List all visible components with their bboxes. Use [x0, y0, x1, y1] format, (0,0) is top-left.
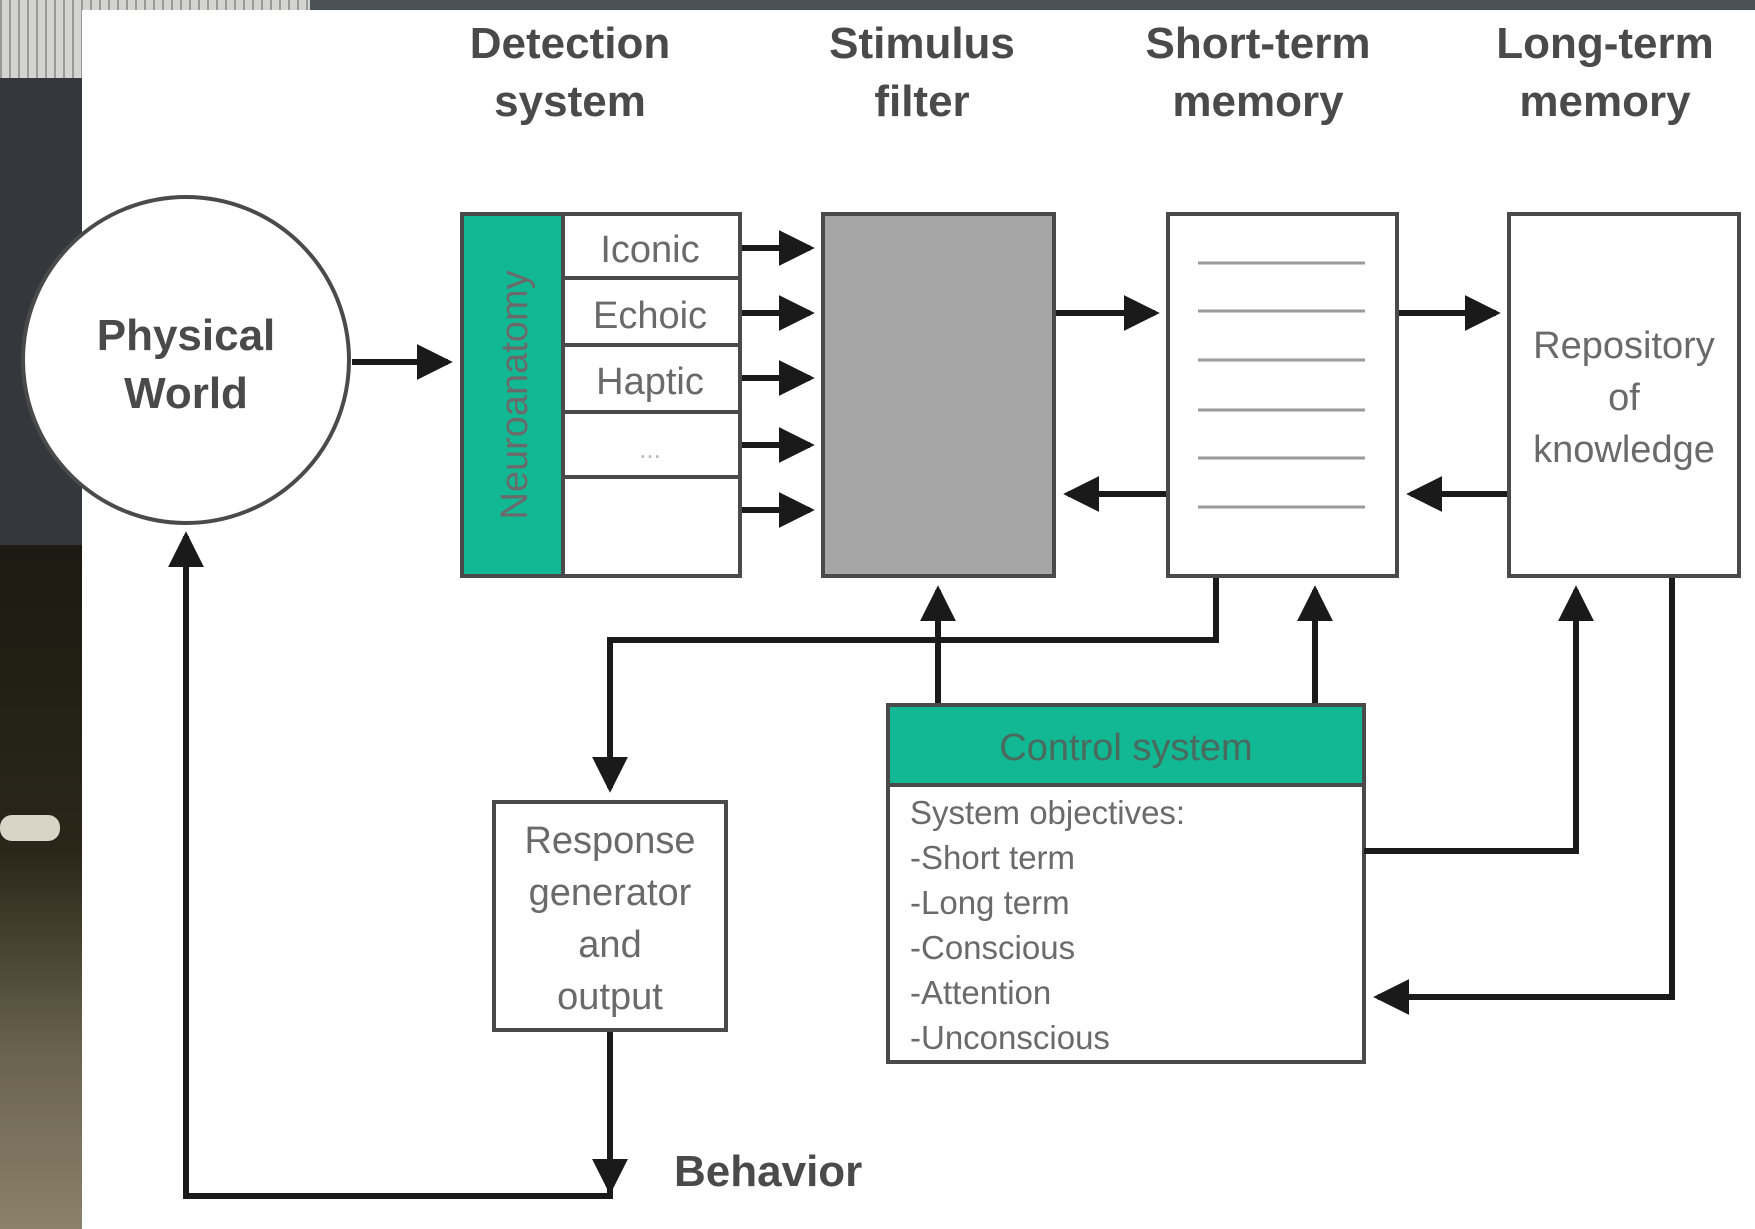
sense-echoic: Echoic: [593, 295, 707, 337]
objective-item: -Long term: [910, 884, 1070, 921]
long-term-memory-box: [1507, 212, 1741, 578]
physical-world-line2: World: [124, 369, 248, 418]
header-stimulus-line1: Stimulus: [829, 19, 1015, 68]
arrow-long-term-to-control: [1373, 578, 1675, 1015]
header-long-term-line2: memory: [1519, 77, 1691, 126]
background-photo-left: [0, 545, 82, 1229]
sense-ellipsis: ...: [639, 434, 661, 464]
sense-haptic: Haptic: [596, 361, 704, 403]
objective-item: -Attention: [910, 974, 1051, 1011]
objective-item: -Unconscious: [910, 1019, 1110, 1056]
response-line4: output: [557, 976, 663, 1018]
objective-item: -Short term: [910, 839, 1075, 876]
short-term-memory-box: [1166, 212, 1399, 578]
response-line2: generator: [529, 872, 692, 914]
response-line3: and: [578, 924, 641, 966]
stimulus-filter-box: [821, 212, 1056, 578]
arrow-short-term-to-response: [592, 578, 1219, 793]
neuroanatomy-bar: [460, 212, 565, 578]
objective-heading: System objectives:: [910, 794, 1185, 831]
behavior-label: Behavior: [674, 1147, 862, 1196]
header-short-term-line1: Short-term: [1146, 19, 1371, 68]
repository-line1: Repository: [1533, 325, 1715, 367]
physical-world-circle: [21, 195, 351, 525]
repository-line3: knowledge: [1533, 429, 1715, 471]
control-system-body: [886, 783, 1366, 1064]
background-photo-object: [0, 815, 60, 841]
neuroanatomy-label: Neuroanatomy: [494, 270, 536, 519]
header-short-term-line2: memory: [1172, 77, 1344, 126]
header-stimulus-line2: filter: [874, 77, 969, 126]
response-generator-box: [492, 800, 728, 1032]
objective-item: -Conscious: [910, 929, 1075, 966]
header-detection-line1: Detection: [470, 19, 670, 68]
sensory-column: [561, 212, 742, 578]
control-system-title: Control system: [999, 727, 1252, 769]
control-system-header: [886, 703, 1366, 787]
physical-world-line1: Physical: [97, 311, 276, 360]
arrow-control-to-long-term: [1364, 585, 1594, 854]
response-line1: Response: [524, 820, 695, 862]
sense-iconic: Iconic: [600, 229, 699, 271]
repository-line2: of: [1608, 377, 1640, 419]
header-long-term-line1: Long-term: [1496, 19, 1714, 68]
background-top-strip: [310, 0, 1755, 10]
header-detection-line2: system: [494, 77, 646, 126]
